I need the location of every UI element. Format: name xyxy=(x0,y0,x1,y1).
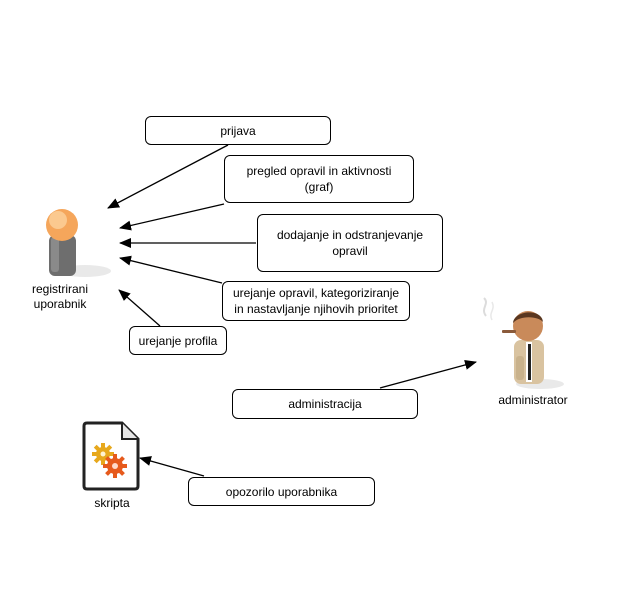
person-icon xyxy=(46,209,111,277)
use-case-add-remove-label: dodajanje in odstranjevanje opravil xyxy=(276,228,424,258)
actor-registered-user-label: registrirani uporabnik xyxy=(31,282,88,311)
arrow-edit-tasks xyxy=(119,255,223,284)
use-case-overview: pregled opravil in aktivnosti (graf) xyxy=(224,155,414,203)
arrow-notify-user xyxy=(139,456,205,477)
use-case-edit-tasks: urejanje opravil, kategoriziranje in nas… xyxy=(222,281,410,321)
use-case-add-remove: dodajanje in odstranjevanje opravil xyxy=(257,214,443,272)
person-icon xyxy=(483,297,564,389)
actor-administrator-label: administrator xyxy=(498,393,568,407)
gears-document-icon xyxy=(82,421,140,491)
arrow-administration xyxy=(379,360,477,389)
arrow-login xyxy=(107,144,229,209)
arrow-overview xyxy=(119,203,225,231)
use-case-login-label: prijava xyxy=(220,123,256,138)
use-case-notify-user-label: opozorilo uporabnika xyxy=(225,484,338,499)
use-case-overview-label: pregled opravil in aktivnosti (graf) xyxy=(246,164,392,194)
use-case-edit-tasks-label: urejanje opravil, kategoriziranje in nas… xyxy=(232,286,400,316)
use-case-administration-label: administracija xyxy=(288,397,362,411)
use-case-edit-profile: urejanje profila xyxy=(129,326,227,355)
use-case-edit-profile-label: urejanje profila xyxy=(138,333,218,348)
actor-script-label: skripta xyxy=(94,496,130,510)
use-case-notify-user: opozorilo uporabnika xyxy=(188,477,375,506)
use-case-login: prijava xyxy=(145,116,331,145)
use-case-administration: administracija xyxy=(232,389,418,419)
arrow-edit-profile xyxy=(118,289,161,327)
